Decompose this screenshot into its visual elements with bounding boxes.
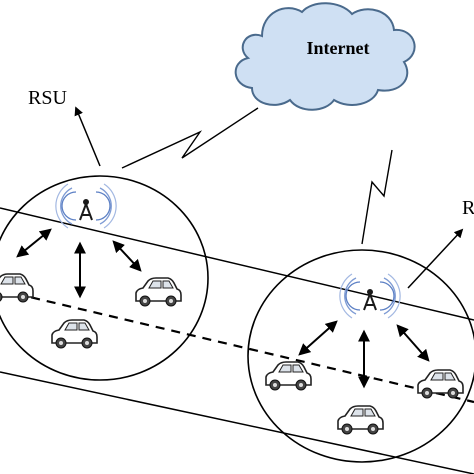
rsu-right-pointer xyxy=(407,228,464,289)
road-edge-top xyxy=(0,207,474,321)
car-icon xyxy=(51,319,98,349)
rsu-right-coverage xyxy=(247,249,474,463)
car-icon xyxy=(337,405,384,435)
car-icon xyxy=(417,369,464,399)
car-icon xyxy=(0,273,34,303)
v2i-arrow xyxy=(298,320,338,356)
road-edge-bottom xyxy=(0,371,474,474)
v2i-arrow xyxy=(112,240,142,272)
cloud-icon xyxy=(234,2,416,111)
car-icon xyxy=(265,361,312,391)
lightning-link-icon xyxy=(121,107,259,169)
rsu-right-label: R xyxy=(462,197,474,219)
v2i-arrow xyxy=(16,228,52,258)
lightning-link-right xyxy=(361,149,393,245)
v2i-arrow xyxy=(396,324,430,362)
v2i-links xyxy=(16,228,430,389)
internet-cloud: Internet xyxy=(234,2,416,111)
road-center-dashed xyxy=(0,288,474,404)
antenna-tower-icon xyxy=(338,273,402,319)
antenna-tower-icon xyxy=(54,183,118,229)
car-icon xyxy=(135,277,182,307)
rsu-left-coverage xyxy=(0,175,209,381)
internet-label: Internet xyxy=(307,38,370,58)
rsu-left-pointer xyxy=(74,106,101,167)
rsu-left-label: RSU xyxy=(28,87,67,109)
